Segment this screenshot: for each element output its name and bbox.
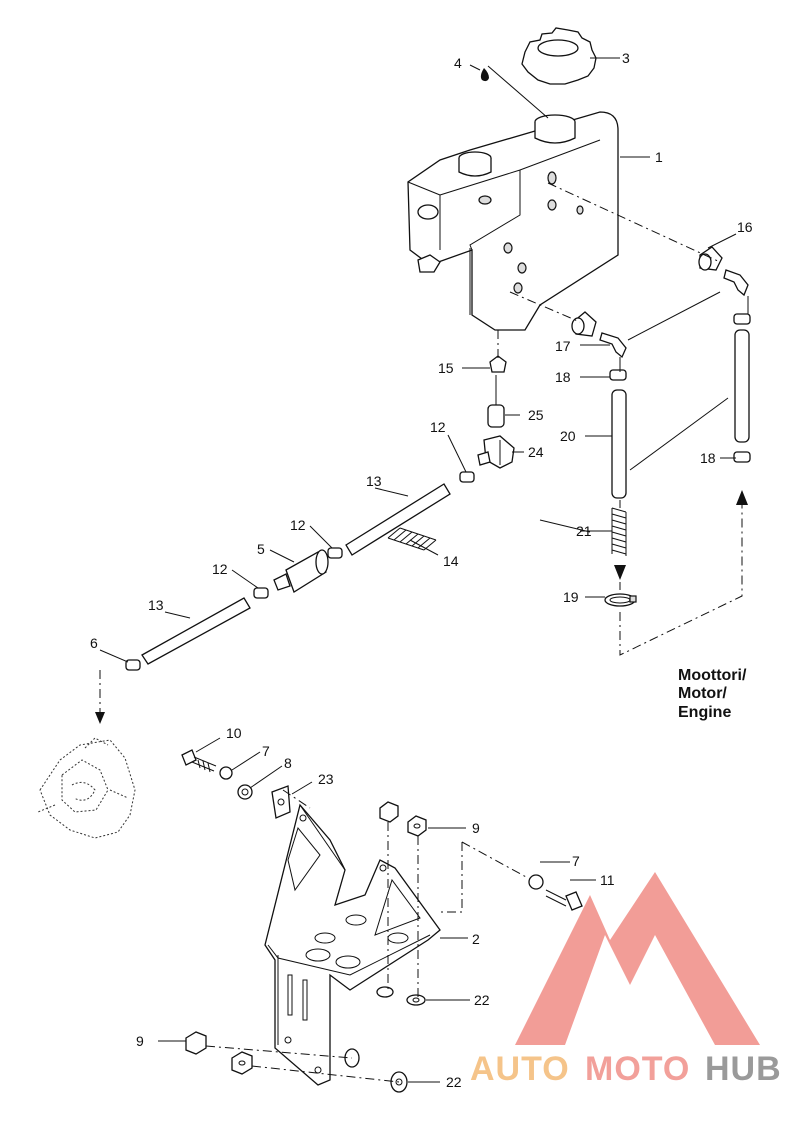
spring-14 [387, 527, 437, 551]
hose-clamp-18b [733, 451, 751, 463]
bolt-10 [181, 749, 217, 773]
callout-22b: 22 [446, 1074, 462, 1090]
clip-23 [271, 785, 291, 819]
hose-clamp-12b [327, 547, 343, 559]
engine-label-line-1: Moottori/ [678, 667, 747, 684]
callout-20: 20 [560, 428, 576, 444]
filter-25 [487, 375, 505, 428]
engine-sketch [37, 737, 136, 839]
hose-20-left [611, 389, 627, 499]
callout-3: 3 [622, 50, 630, 66]
callout-7a: 7 [262, 743, 270, 759]
callout-12a: 12 [430, 419, 446, 435]
callout-4: 4 [454, 55, 462, 71]
hose-clamp-18-upper-right [733, 313, 751, 325]
valve-24 [477, 435, 515, 469]
hose-clamp-12c [253, 587, 269, 599]
grommet-15 [489, 355, 507, 373]
callout-22a: 22 [474, 992, 490, 1008]
elbow-fitting-17 [599, 332, 627, 359]
bolt-11 [545, 889, 583, 911]
bracket-2 [264, 803, 441, 1086]
arrow-up-icon [736, 490, 748, 505]
callout-12b: 12 [290, 517, 306, 533]
watermark-text-auto: AUTO [470, 1050, 570, 1088]
oil-drop-icon [480, 68, 489, 82]
callout-labels: 1 2 3 4 5 6 7 7 8 9 9 10 11 12 12 12 13 … [90, 50, 753, 1090]
hose-clamp-12a [459, 471, 475, 483]
elbow-fitting-upper [723, 269, 749, 297]
arrow-down-left-icon [95, 712, 105, 724]
hose-clamp-6 [125, 659, 141, 671]
hose-20-right [734, 329, 750, 443]
arrow-down-icon [614, 565, 626, 580]
washer-7a [219, 766, 233, 780]
callout-18b: 18 [700, 450, 716, 466]
washer-22b [406, 994, 426, 1006]
callout-25: 25 [528, 407, 544, 423]
callout-10: 10 [226, 725, 242, 741]
watermark-text-moto: MOTO [585, 1050, 690, 1088]
leader-lines [99, 57, 749, 1083]
nut-9c [185, 1031, 207, 1055]
fuel-filter-5 [273, 549, 329, 593]
engine-label-line-2: Motor/ [678, 685, 727, 702]
engine-label-line-3: Engine [678, 704, 731, 721]
callout-18a: 18 [555, 369, 571, 385]
callout-14: 14 [443, 553, 459, 569]
callout-11: 11 [600, 872, 615, 888]
callout-23: 23 [318, 771, 334, 787]
callout-5: 5 [257, 541, 265, 557]
callout-9a: 9 [472, 820, 480, 836]
grommet-lower [571, 311, 597, 337]
watermark-text: AUTO MOTO HUB [470, 1050, 782, 1088]
fuel-hose-13b [141, 597, 251, 665]
fuel-hose-13a [345, 483, 451, 556]
engine-label: Moottori/ Motor/ Engine [678, 667, 747, 721]
callout-2: 2 [472, 931, 480, 947]
washer-8 [237, 784, 253, 800]
callout-9b: 9 [136, 1033, 144, 1049]
callout-19: 19 [563, 589, 579, 605]
watermark-logo [515, 872, 760, 1045]
callout-6: 6 [90, 635, 98, 651]
callout-16: 16 [737, 219, 753, 235]
washer-22a [376, 986, 394, 998]
callout-7b: 7 [572, 853, 580, 869]
callout-24: 24 [528, 444, 544, 460]
callout-17: 17 [555, 338, 571, 354]
watermark-text-hub: HUB [705, 1050, 782, 1088]
callout-1: 1 [655, 149, 663, 165]
tank-cap [521, 27, 597, 85]
hose-clamp-18a [609, 369, 627, 381]
watermark-triangle-mark [515, 872, 760, 1045]
callout-15: 15 [438, 360, 454, 376]
callout-12c: 12 [212, 561, 228, 577]
spring-21 [611, 507, 627, 556]
washer-7b [528, 874, 544, 890]
callout-13a: 13 [366, 473, 382, 489]
grommet-16 [698, 246, 723, 271]
oil-tank [407, 111, 619, 331]
nut-9a [379, 801, 399, 823]
callout-21: 21 [576, 523, 592, 539]
callout-8: 8 [284, 755, 292, 771]
nut-9b [407, 815, 427, 837]
callout-13b: 13 [148, 597, 164, 613]
nut-9d [231, 1051, 253, 1075]
clamp-19 [604, 593, 637, 607]
